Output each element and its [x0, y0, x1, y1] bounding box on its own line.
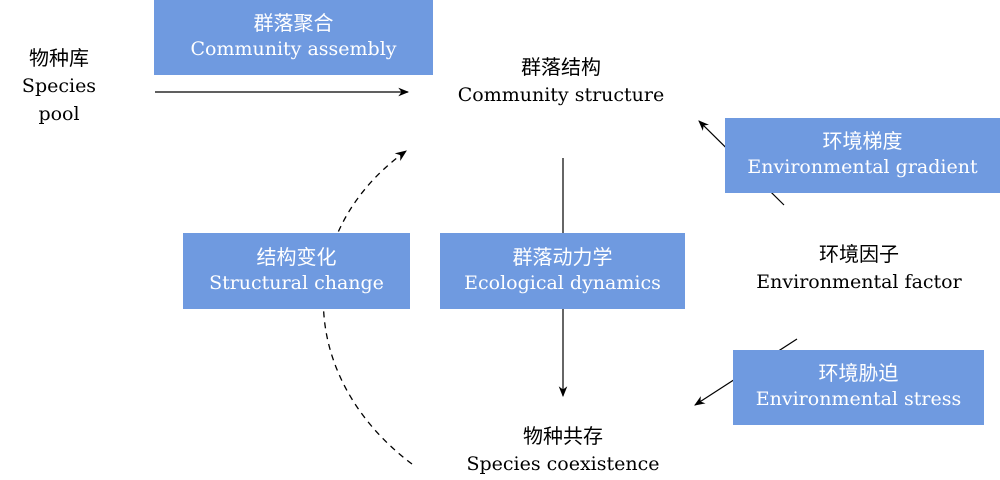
environmental-gradient-box: 环境梯度 Environmental gradient [725, 118, 1000, 193]
community-assembly-box: 群落聚合 Community assembly [154, 0, 433, 75]
species-pool-en: Species pool [21, 75, 97, 125]
structural-change-en: Structural change [209, 272, 384, 294]
environmental-stress-en: Environmental stress [755, 388, 962, 410]
ecological-dynamics-box: 群落动力学 Ecological dynamics [440, 233, 685, 309]
species-coexistence-zh: 物种共存 [523, 424, 603, 448]
environmental-stress-zh: 环境胁迫 [818, 361, 899, 385]
ecological-dynamics-en: Ecological dynamics [464, 272, 661, 294]
species-pool-zh: 物种库 [29, 46, 89, 70]
structural-change-zh: 结构变化 [256, 245, 337, 269]
environmental-factor-zh: 环境因子 [819, 242, 899, 266]
species-coexistence-en: Species coexistence [466, 453, 660, 475]
species-pool-node: 物种库 Species pool [0, 44, 118, 128]
environmental-factor-en: Environmental factor [756, 271, 962, 293]
community-structure-zh: 群落结构 [521, 55, 601, 79]
community-structure-node: 群落结构 Community structure [448, 53, 674, 109]
community-structure-en: Community structure [457, 84, 665, 106]
environmental-factor-node: 环境因子 Environmental factor [750, 240, 968, 296]
ecological-dynamics-zh: 群落动力学 [512, 245, 613, 269]
species-coexistence-node: 物种共存 Species coexistence [452, 422, 674, 478]
community-assembly-en: Community assembly [190, 38, 397, 60]
environmental-gradient-zh: 环境梯度 [822, 129, 903, 153]
community-assembly-zh: 群落聚合 [253, 11, 334, 35]
environmental-gradient-en: Environmental gradient [747, 156, 978, 178]
structural-change-box: 结构变化 Structural change [183, 233, 410, 309]
environmental-stress-box: 环境胁迫 Environmental stress [733, 350, 984, 425]
